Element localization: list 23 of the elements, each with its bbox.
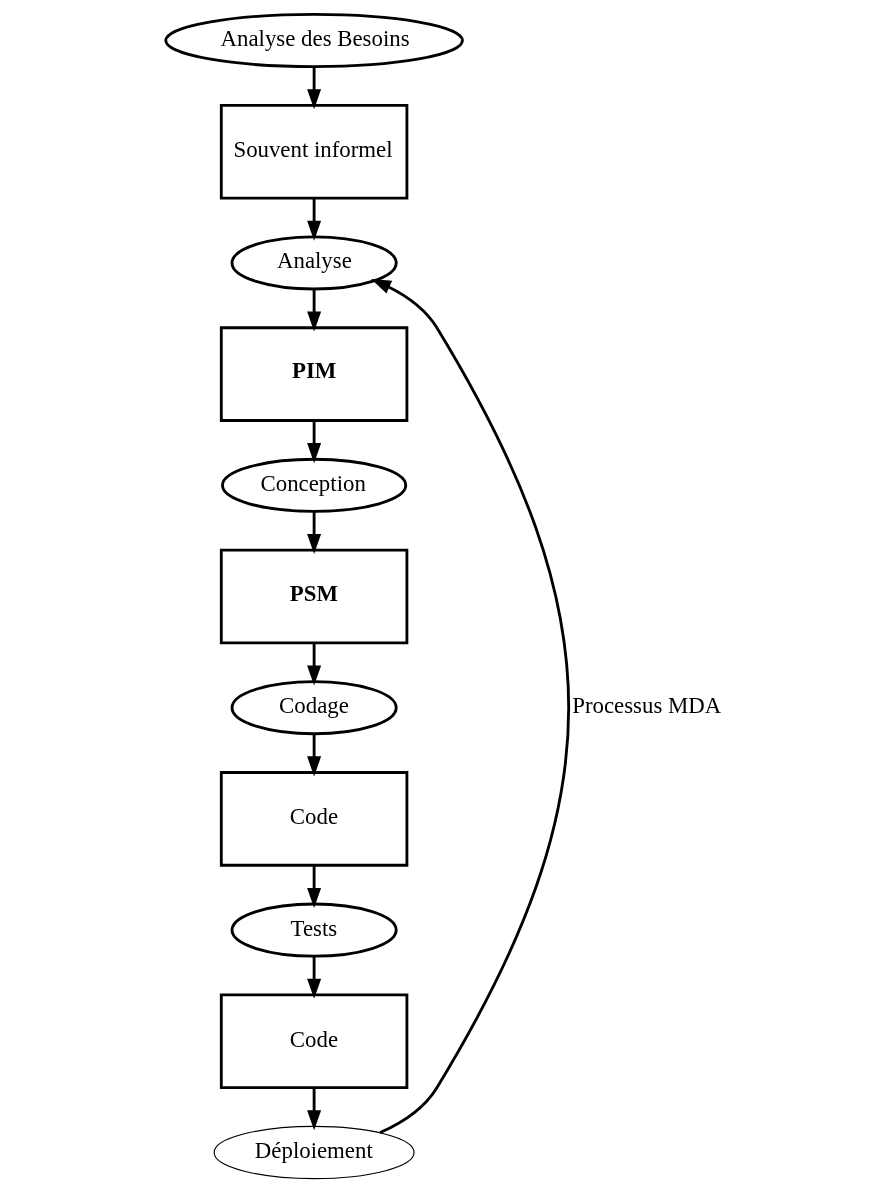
arrow	[307, 420, 322, 464]
node-ellipse: Déploiement	[213, 1125, 415, 1180]
arrow	[371, 278, 571, 1134]
node-ellipse: Codage	[230, 680, 398, 736]
arrow	[307, 1088, 322, 1131]
node-box: PIM	[219, 326, 409, 422]
node-box: Code	[219, 771, 409, 867]
arrow	[307, 734, 322, 777]
arrow	[307, 643, 322, 686]
node-box: Code	[219, 993, 409, 1090]
arrow	[307, 865, 322, 908]
node-ellipse: Analyse des Besoins	[164, 13, 464, 69]
node-ellipse: Tests	[230, 902, 398, 958]
node-box: Souvent informel	[219, 103, 409, 200]
arrow	[307, 511, 322, 554]
arrow	[307, 956, 322, 999]
arrow	[307, 198, 322, 241]
arrow	[307, 289, 322, 332]
arrow	[307, 67, 322, 110]
edge-label: Processus MDA	[572, 693, 722, 719]
node-box: PSM	[219, 548, 409, 645]
node-ellipse: Conception	[221, 457, 408, 513]
node-ellipse: Analyse	[230, 235, 398, 291]
